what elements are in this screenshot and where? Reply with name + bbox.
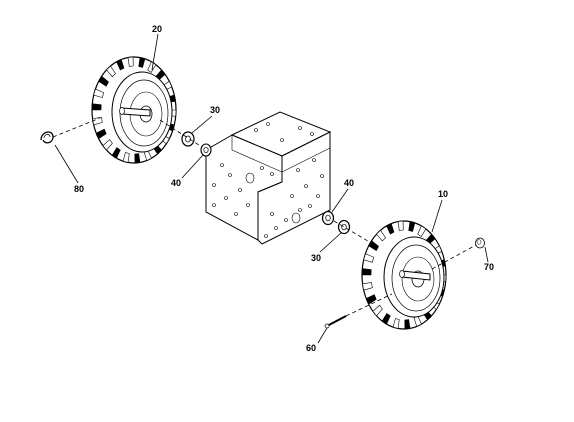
- tread-lug: [408, 221, 416, 232]
- washer-right-outer: [337, 219, 351, 235]
- clevis-pin-60: [324, 315, 347, 329]
- tread-lug: [106, 65, 116, 78]
- tread-lug: [397, 220, 404, 231]
- washer-left-inner: [200, 143, 212, 157]
- callout-40-right: 40: [344, 178, 354, 188]
- callout-30-left: 30: [210, 105, 220, 115]
- tread-lug: [138, 57, 146, 68]
- tread-lug: [122, 152, 130, 163]
- tread-lug: [127, 56, 134, 67]
- tread-lug: [361, 268, 372, 276]
- callout-60: 60: [306, 343, 316, 353]
- callout-40-left: 40: [171, 178, 181, 188]
- axle-cap-70: [475, 237, 485, 249]
- tread-lug: [92, 116, 103, 126]
- tread-lug: [372, 304, 383, 317]
- callout-70: 70: [484, 262, 494, 272]
- callout-labels: 20 30 40 80 40 30 10 70 60: [74, 24, 494, 353]
- tread-lug: [363, 253, 375, 263]
- wheel-10: [361, 220, 447, 330]
- tread-lug: [365, 294, 377, 305]
- callout-30-right: 30: [311, 253, 321, 263]
- callout-10: 10: [438, 189, 448, 199]
- callout-20: 20: [152, 24, 162, 34]
- washer-right-inner: [321, 210, 335, 226]
- callout-80: 80: [74, 184, 84, 194]
- tread-lug: [386, 223, 395, 235]
- assembly-centerlines: [52, 117, 477, 317]
- wheel-20: [91, 56, 177, 164]
- tread-lug: [147, 61, 157, 73]
- hairpin-clip-80: [40, 131, 54, 144]
- washer-left-outer: [181, 131, 195, 147]
- leader-lines: [54, 33, 489, 344]
- tread-lug: [102, 139, 113, 151]
- tread-lug: [376, 229, 386, 242]
- tread-lug: [111, 147, 121, 159]
- tread-lug: [98, 75, 109, 87]
- tread-lug: [362, 282, 373, 291]
- tread-lug: [392, 318, 400, 329]
- tread-lug: [134, 153, 141, 164]
- tread-lug: [93, 88, 105, 98]
- frame-housing: [205, 111, 332, 245]
- tread-lug: [417, 225, 427, 238]
- tread-lug: [116, 59, 125, 71]
- tread-lug: [91, 103, 102, 111]
- tread-lug: [381, 312, 391, 325]
- tread-lug: [95, 128, 107, 140]
- tread-lug: [404, 319, 411, 330]
